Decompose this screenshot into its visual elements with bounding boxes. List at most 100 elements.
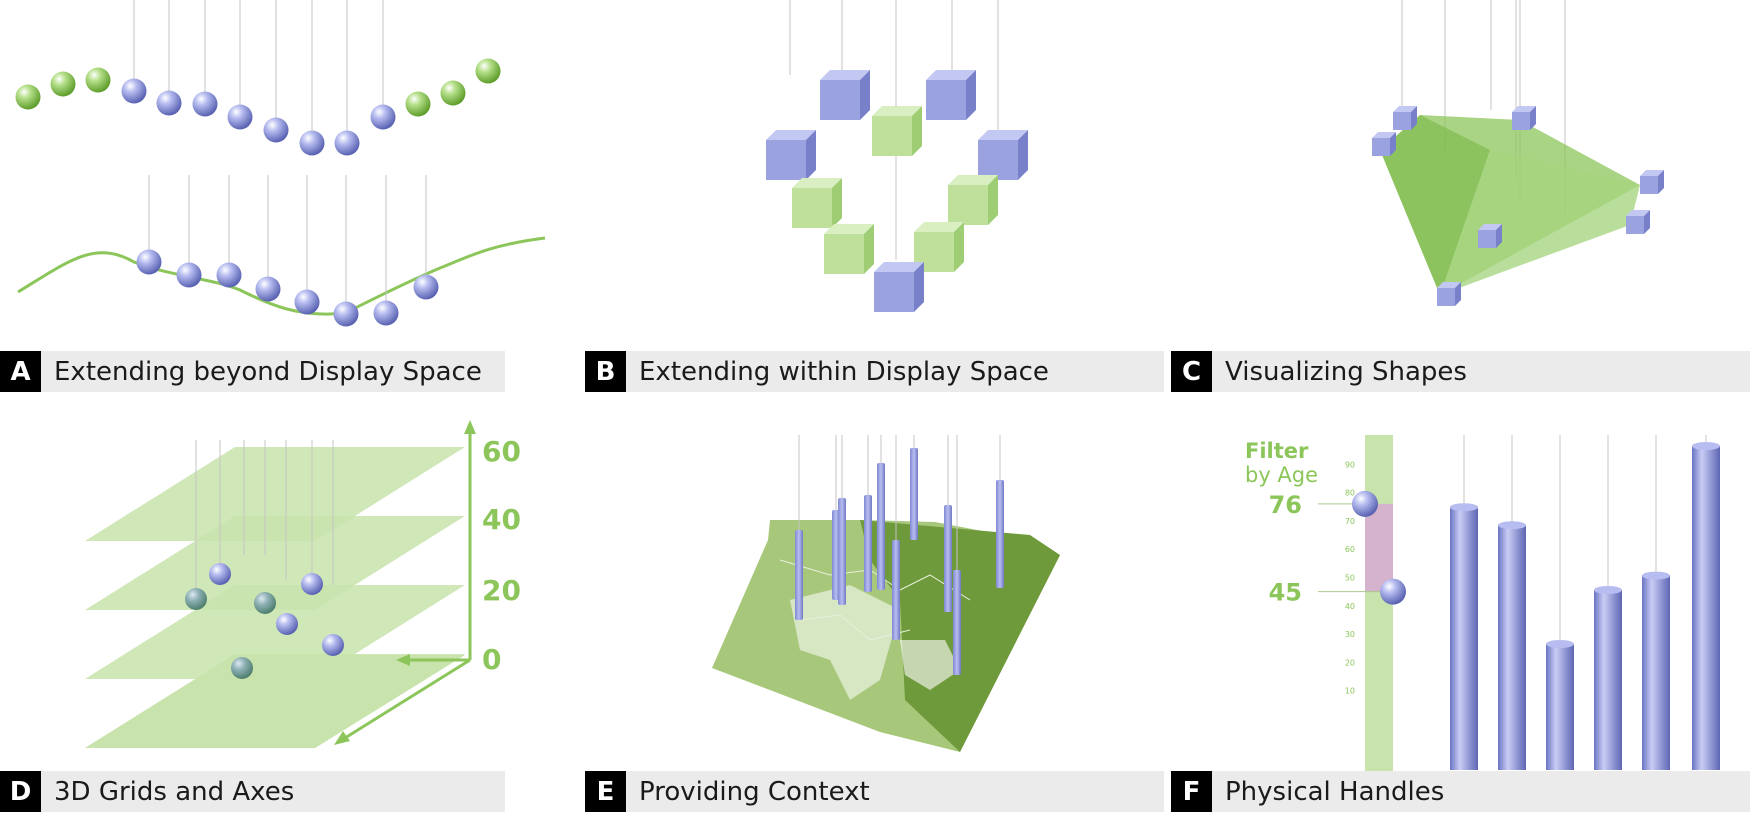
handle-lower-label: 45 (1269, 579, 1302, 607)
filter-handle-lower (1380, 578, 1406, 605)
filter-range (1365, 503, 1393, 592)
data-sphere (334, 130, 360, 156)
context-sphere (475, 58, 501, 84)
map-border (799, 614, 911, 641)
cube-side (832, 178, 842, 228)
data-sphere (254, 592, 276, 614)
panel-letter-e: E (585, 771, 626, 812)
data-sphere (301, 573, 323, 595)
cube-side (1644, 210, 1650, 234)
data-sphere (176, 262, 202, 288)
shape-vertex-cube (1512, 106, 1536, 130)
context-sphere (15, 84, 41, 110)
data-sphere (231, 657, 253, 679)
map-sea (790, 585, 900, 700)
cube-top (914, 222, 964, 232)
grid-plane (85, 516, 465, 610)
data-bar (1594, 590, 1622, 770)
data-bar-top (1546, 640, 1574, 648)
cube-side (1390, 132, 1396, 156)
panel-letter-a: A (0, 351, 41, 392)
scale-tick-label: 60 (1345, 545, 1355, 554)
cube-blue (820, 70, 870, 120)
cube-green (824, 224, 874, 274)
cube-top (1512, 106, 1536, 112)
filter-title: Filter (1245, 439, 1309, 463)
cube-blue (978, 130, 1028, 180)
scale-tick-label: 80 (1345, 489, 1355, 498)
caption-bar-e: E Providing Context (585, 771, 1164, 812)
data-sphere (121, 78, 147, 104)
map-bar (892, 540, 900, 640)
panel-e-illustration (712, 435, 1060, 752)
data-sphere (185, 588, 207, 610)
cube-side (806, 130, 816, 180)
data-bar (1546, 644, 1574, 770)
data-sphere (276, 613, 298, 635)
data-sphere (255, 276, 281, 302)
map-bar (953, 570, 961, 675)
data-bar (1642, 575, 1670, 770)
panel-letter-b: B (585, 351, 626, 392)
cube-front (1512, 112, 1530, 130)
cube-side (1018, 130, 1028, 180)
shape-vertex-cube (1626, 210, 1650, 234)
cube-front (1478, 230, 1496, 248)
convex-shape-face (1380, 115, 1490, 295)
scale-tick-label: 90 (1345, 460, 1355, 469)
cube-top (872, 106, 922, 116)
panel-caption-a: Extending beyond Display Space (54, 356, 482, 387)
context-sphere (85, 67, 111, 93)
context-sphere (50, 71, 76, 97)
cube-blue (874, 262, 924, 312)
cube-side (1411, 106, 1417, 130)
cube-front (872, 116, 912, 156)
cube-top (820, 70, 870, 80)
scale-tick-label: 10 (1345, 687, 1355, 696)
caption-bar-b: B Extending within Display Space (585, 351, 1164, 392)
cube-side (954, 222, 964, 272)
cube-top (792, 178, 842, 188)
shape-vertex-cube (1393, 106, 1417, 130)
cube-top (978, 130, 1028, 140)
scale-tick-label: 40 (1345, 602, 1355, 611)
convex-shape-face (1440, 150, 1640, 295)
cube-front (926, 80, 966, 120)
shape-vertex-cube (1437, 282, 1461, 306)
cube-front (948, 185, 988, 225)
caption-bar-d: D 3D Grids and Axes (0, 771, 505, 812)
horizontal-axis (344, 658, 471, 740)
data-sphere (413, 274, 439, 300)
axis-tick-label: 60 (482, 435, 521, 468)
cube-front (824, 234, 864, 274)
cube-top (948, 175, 998, 185)
map-sea (900, 640, 960, 690)
cube-top (1478, 224, 1502, 230)
cube-front (820, 80, 860, 120)
cube-top (1626, 210, 1650, 216)
panel-letter-f: F (1171, 771, 1212, 812)
filter-subtitle: by Age (1245, 463, 1318, 487)
cube-side (912, 106, 922, 156)
caption-bar-f: F Physical Handles (1171, 771, 1750, 812)
shape-vertex-cube (1478, 224, 1502, 248)
data-sphere (263, 117, 289, 143)
cube-green (948, 175, 998, 225)
filter-handle-upper (1352, 490, 1378, 517)
panel-caption-b: Extending within Display Space (639, 356, 1049, 387)
shape-vertex-cube (1640, 170, 1664, 194)
cube-front (1437, 288, 1455, 306)
cube-front (766, 140, 806, 180)
data-bar (1692, 446, 1720, 770)
data-bar-top (1642, 571, 1670, 580)
trend-curve (17, 236, 546, 316)
data-bar (1498, 525, 1526, 770)
cube-side (864, 224, 874, 274)
caption-bar-c: C Visualizing Shapes (1171, 351, 1750, 392)
data-sphere (216, 262, 242, 288)
scale-tick-label: 50 (1345, 574, 1355, 583)
cube-top (926, 70, 976, 80)
map-bar (795, 530, 803, 620)
